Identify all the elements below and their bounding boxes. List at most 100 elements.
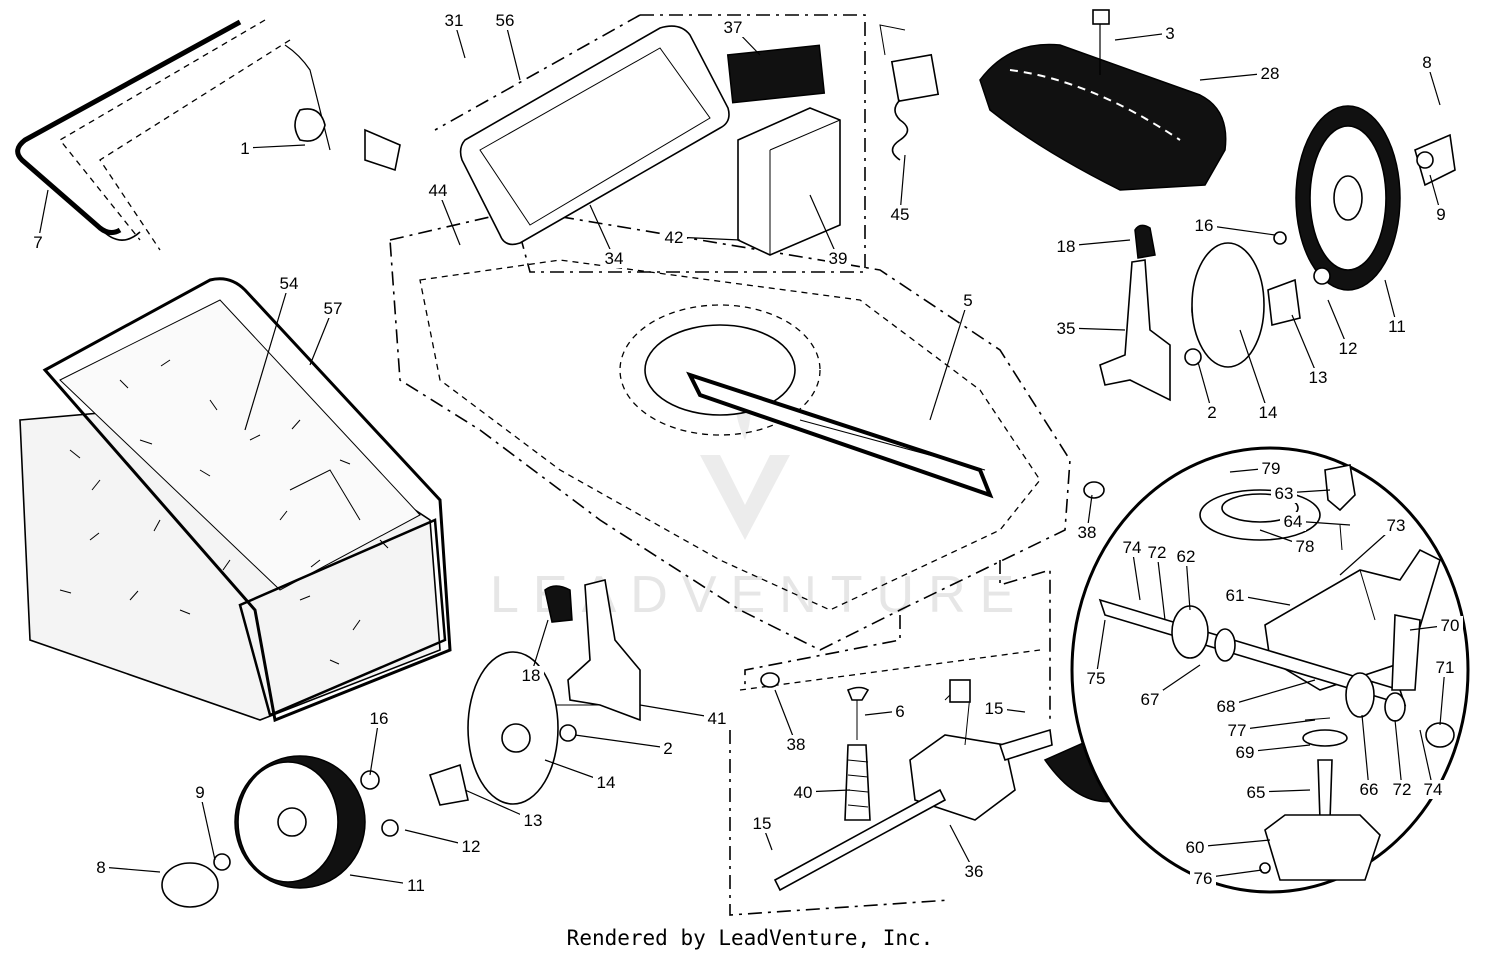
callout-bg-c11b — [1384, 317, 1410, 336]
charger — [879, 24, 940, 161]
callout-c60: 60 — [1186, 838, 1205, 857]
callout-bg-c56 — [492, 11, 518, 30]
callout-c8b: 8 — [1422, 53, 1431, 72]
leader-line-c1 — [244, 144, 306, 149]
callout-bg-c18b — [518, 666, 544, 685]
callout-bg-c9 — [192, 783, 208, 802]
callout-c75: 75 — [1087, 669, 1106, 688]
callout-c7: 7 — [33, 233, 42, 252]
callout-bg-c67 — [1137, 690, 1163, 709]
callout-c62: 62 — [1177, 547, 1196, 566]
callout-c11: 11 — [407, 876, 425, 895]
callout-c74: 74 — [1123, 538, 1142, 557]
callout-c42: 42 — [665, 228, 684, 247]
callout-c3: 3 — [1165, 24, 1174, 43]
callout-c9: 9 — [195, 783, 204, 802]
callout-c65: 65 — [1247, 783, 1266, 802]
callout-c57: 57 — [324, 299, 343, 318]
mower-deck — [389, 209, 1071, 651]
callout-bg-c18 — [1053, 237, 1079, 256]
callout-bg-c36 — [961, 862, 987, 881]
callout-c31: 31 — [445, 11, 464, 30]
callout-bg-c78 — [1292, 537, 1318, 556]
callout-c63: 63 — [1275, 484, 1294, 503]
callout-bg-c70 — [1437, 616, 1463, 635]
callout-bg-c71 — [1432, 658, 1458, 677]
callout-c45: 45 — [891, 205, 910, 224]
callout-bg-c60 — [1182, 838, 1208, 857]
callout-bg-c77 — [1224, 721, 1250, 740]
callout-bg-c41 — [704, 709, 730, 728]
callout-bg-c73 — [1383, 516, 1409, 535]
leader-line-c66 — [1361, 714, 1370, 790]
callout-c8: 8 — [96, 858, 105, 877]
callout-bg-c72 — [1144, 543, 1170, 562]
callout-bg-c74b — [1420, 780, 1446, 799]
leader-line-c2 — [574, 734, 669, 749]
callout-c16: 16 — [370, 709, 389, 728]
callout-bg-c42 — [661, 228, 687, 247]
callout-c13b: 13 — [1309, 368, 1328, 387]
callout-bg-c40 — [790, 783, 816, 802]
leader-line-c75 — [1095, 619, 1106, 679]
callout-bg-c1 — [237, 139, 253, 158]
callout-bg-c8 — [93, 858, 109, 877]
watermark-logo-icon — [700, 360, 790, 540]
footer-credit: Rendered by LeadVenture, Inc. — [567, 926, 934, 950]
callout-bg-c3 — [1162, 24, 1178, 43]
callout-bg-c7 — [30, 233, 46, 252]
leader-line-c72b — [1394, 719, 1403, 790]
callout-c15: 15 — [985, 699, 1004, 718]
callout-c54: 54 — [280, 274, 299, 293]
callout-bg-c2b — [1204, 403, 1220, 422]
callout-c67: 67 — [1141, 690, 1160, 709]
callout-bg-c76 — [1190, 869, 1216, 888]
callout-bg-c14 — [593, 773, 619, 792]
callout-bg-c65 — [1243, 783, 1269, 802]
callout-bg-c9b — [1433, 205, 1449, 224]
callout-c14: 14 — [597, 773, 616, 792]
callout-bg-c13 — [520, 811, 546, 830]
leader-line-c39 — [809, 194, 839, 259]
bag-texture — [59, 359, 389, 665]
callout-bg-c39 — [825, 249, 851, 268]
callout-c36: 36 — [965, 862, 984, 881]
callout-bg-c64 — [1280, 512, 1306, 531]
callout-bg-c31 — [441, 11, 467, 30]
callout-c66: 66 — [1360, 780, 1379, 799]
callout-c13: 13 — [524, 811, 543, 830]
leader-line-c13b — [1291, 314, 1319, 378]
leader-line-c8 — [100, 866, 161, 873]
callout-c68: 68 — [1217, 697, 1236, 716]
callout-bg-c57 — [320, 299, 346, 318]
callout-c72: 72 — [1148, 543, 1167, 562]
callout-c44: 44 — [429, 181, 448, 200]
callout-bg-c69 — [1232, 743, 1258, 762]
callout-c64: 64 — [1284, 512, 1303, 531]
leader-line-c18b — [530, 619, 549, 676]
leader-line-c72 — [1156, 551, 1166, 621]
callout-c72b: 72 — [1393, 780, 1412, 799]
callout-c11b: 11 — [1388, 317, 1406, 336]
callout-c37: 37 — [724, 18, 743, 37]
callout-bg-c8b — [1419, 53, 1435, 72]
callout-c39: 39 — [829, 249, 848, 268]
callout-c6: 6 — [895, 702, 904, 721]
callout-bg-c15 — [981, 699, 1007, 718]
callout-bg-c14b — [1255, 403, 1281, 422]
callout-c9b: 9 — [1436, 205, 1445, 224]
callout-bg-c68 — [1213, 697, 1239, 716]
callout-bg-c66 — [1356, 780, 1382, 799]
leader-line-c45 — [899, 154, 906, 215]
callout-c74b: 74 — [1424, 780, 1443, 799]
callout-bg-c34 — [601, 249, 627, 268]
callout-c5: 5 — [963, 291, 972, 310]
callout-c12: 12 — [462, 837, 481, 856]
leader-line-c54 — [244, 282, 290, 431]
callout-c71: 71 — [1436, 658, 1455, 677]
leader-line-c14b — [1239, 329, 1269, 413]
callout-bg-c28 — [1257, 64, 1283, 83]
callout-c38b: 38 — [787, 735, 806, 754]
leader-line-c74b — [1419, 729, 1434, 790]
callout-c34: 34 — [605, 249, 624, 268]
